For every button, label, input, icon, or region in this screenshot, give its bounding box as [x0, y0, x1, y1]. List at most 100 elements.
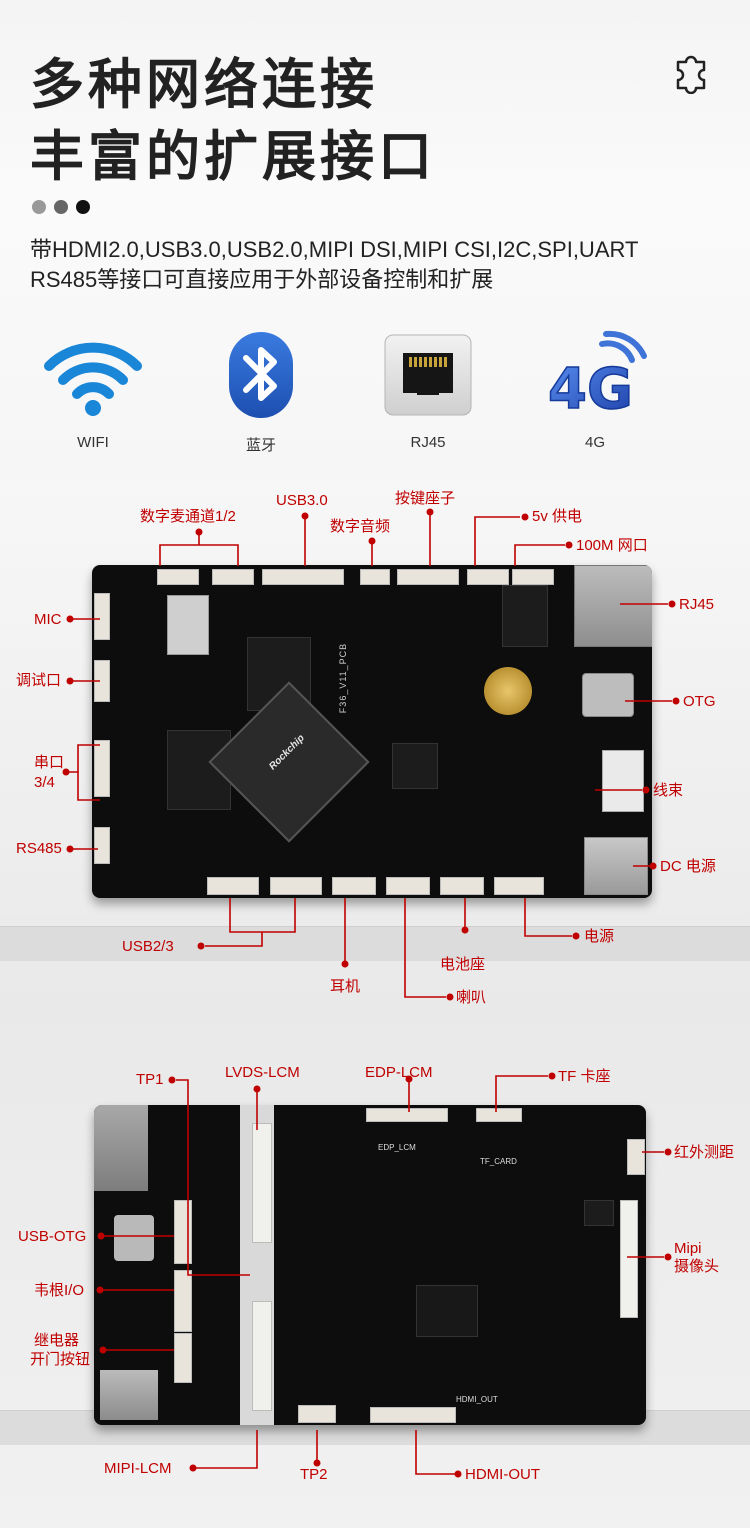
label-mipi-lcm: MIPI-LCM: [104, 1460, 172, 1477]
connector: [440, 877, 484, 895]
lvds-connector: [252, 1123, 272, 1243]
shelf-top: [0, 926, 750, 961]
tp2-connector: [298, 1405, 336, 1423]
label-speaker: 喇叭: [456, 989, 487, 1006]
pager-dot: [32, 200, 46, 214]
label-serial-num: 3/4: [34, 774, 55, 791]
header-background: [0, 0, 750, 480]
description-line1: 带HDMI2.0,USB3.0,USB2.0,MIPI DSI,MIPI CSI…: [30, 237, 639, 262]
connector: [270, 877, 322, 895]
connector: [212, 569, 254, 585]
description: 带HDMI2.0,USB3.0,USB2.0,MIPI DSI,MIPI CSI…: [30, 235, 638, 295]
feature-label: 4G: [584, 434, 605, 451]
label-usb23: USB2/3: [122, 938, 174, 955]
feature-wifi: WIFI: [18, 330, 168, 451]
label-mipi-cam-1: Mipi: [674, 1240, 702, 1257]
connector: [94, 740, 110, 797]
title-line2: 丰富的扩展接口: [30, 127, 436, 187]
pager-dot: [54, 200, 68, 214]
label-rj45: RJ45: [679, 596, 715, 613]
ir-connector: [627, 1139, 645, 1175]
connector: [174, 1333, 192, 1383]
title-line1: 多种网络连接: [30, 55, 378, 115]
connector: [174, 1270, 192, 1332]
otg-port: [582, 673, 634, 717]
label-power: 电源: [584, 928, 615, 945]
label-mic: MIC: [34, 611, 62, 628]
label-5v-power: 5v 供电: [532, 508, 583, 525]
description-line2: RS485等接口可直接应用于外部设备控制和扩展: [30, 267, 494, 292]
connector: [467, 569, 509, 585]
4g-icon: 4G: [547, 330, 647, 420]
wifi-module: [167, 595, 209, 655]
bga-area: [416, 1285, 478, 1337]
label-relay-2: 开门按钮: [30, 1351, 91, 1368]
label-battery: 电池座: [440, 956, 486, 973]
connector: [512, 569, 554, 585]
dc-jack-back: [100, 1370, 158, 1420]
label-hdmi-out: HDMI-OUT: [465, 1466, 540, 1483]
lan-transformer: [502, 585, 548, 647]
label-tp2: TP2: [300, 1466, 328, 1483]
label-ir: 红外测距: [674, 1144, 735, 1161]
puzzle-icon: [676, 55, 706, 94]
connector: [94, 827, 110, 864]
feature-label: WIFI: [77, 434, 109, 451]
hdmi-connector: [370, 1407, 456, 1423]
mipi-lcm-connector: [252, 1301, 272, 1411]
pager-dots: [32, 200, 90, 214]
rj45-back: [94, 1105, 148, 1191]
label-mic-channel: 数字麦通道1/2: [140, 508, 236, 525]
connector: [386, 877, 430, 895]
board-bottom-view: EDP_LCM TF_CARD HDMI_OUT: [94, 1105, 646, 1425]
label-key-socket: 按键座子: [395, 490, 456, 507]
label-wiegand: 韦根I/O: [34, 1282, 85, 1299]
tf-card-slot: [476, 1108, 522, 1122]
label-100m-lan: 100M 网口: [576, 537, 648, 554]
bluetooth-icon: [229, 332, 293, 418]
label-debug: 调试口: [16, 672, 62, 689]
label-dc-power: DC 电源: [660, 858, 716, 875]
label-usb30: USB3.0: [276, 492, 328, 509]
label-tf: TF 卡座: [558, 1068, 611, 1085]
ic-chip: [584, 1200, 614, 1226]
coin-battery: [484, 667, 532, 715]
feature-4g: 4G 4G: [520, 330, 670, 451]
label-edp: EDP-LCM: [365, 1064, 433, 1081]
label-tp1: TP1: [136, 1071, 164, 1088]
feature-bluetooth: 蓝牙: [186, 330, 336, 455]
connector: [397, 569, 459, 585]
wifi-icon: [44, 342, 142, 416]
silk-tf: TF_CARD: [480, 1157, 517, 1166]
label-relay-1: 继电器: [34, 1332, 80, 1349]
label-lvds: LVDS-LCM: [225, 1064, 300, 1081]
connector: [94, 593, 110, 640]
connector: [207, 877, 259, 895]
connector: [262, 569, 344, 585]
label-mipi-cam-2: 摄像头: [674, 1258, 720, 1275]
svg-text:4G: 4G: [548, 357, 633, 420]
silk-hdmi: HDMI_OUT: [456, 1395, 498, 1404]
label-usb-otg: USB-OTG: [18, 1228, 87, 1245]
edp-connector: [366, 1108, 448, 1122]
ic-chip: [392, 743, 438, 789]
rj45-icon: [384, 334, 472, 416]
label-serial: 串口: [34, 754, 65, 771]
label-earphone: 耳机: [330, 978, 361, 995]
board-top-view: Rockchip F36_V11_PCB: [92, 565, 652, 898]
connector: [157, 569, 199, 585]
harness-connector: [602, 750, 644, 812]
rj45-jack: [574, 565, 652, 647]
mipi-camera-connector: [620, 1200, 638, 1318]
pager-dot: [76, 200, 90, 214]
label-rs485: RS485: [16, 840, 62, 857]
feature-label: 蓝牙: [245, 437, 276, 454]
label-harness: 线束: [653, 782, 684, 799]
connector: [360, 569, 390, 585]
feature-label: RJ45: [410, 434, 446, 451]
connector: [494, 877, 544, 895]
silk-edp: EDP_LCM: [378, 1143, 416, 1152]
usb-otg-port: [114, 1215, 154, 1261]
label-digital-audio: 数字音频: [330, 518, 391, 535]
